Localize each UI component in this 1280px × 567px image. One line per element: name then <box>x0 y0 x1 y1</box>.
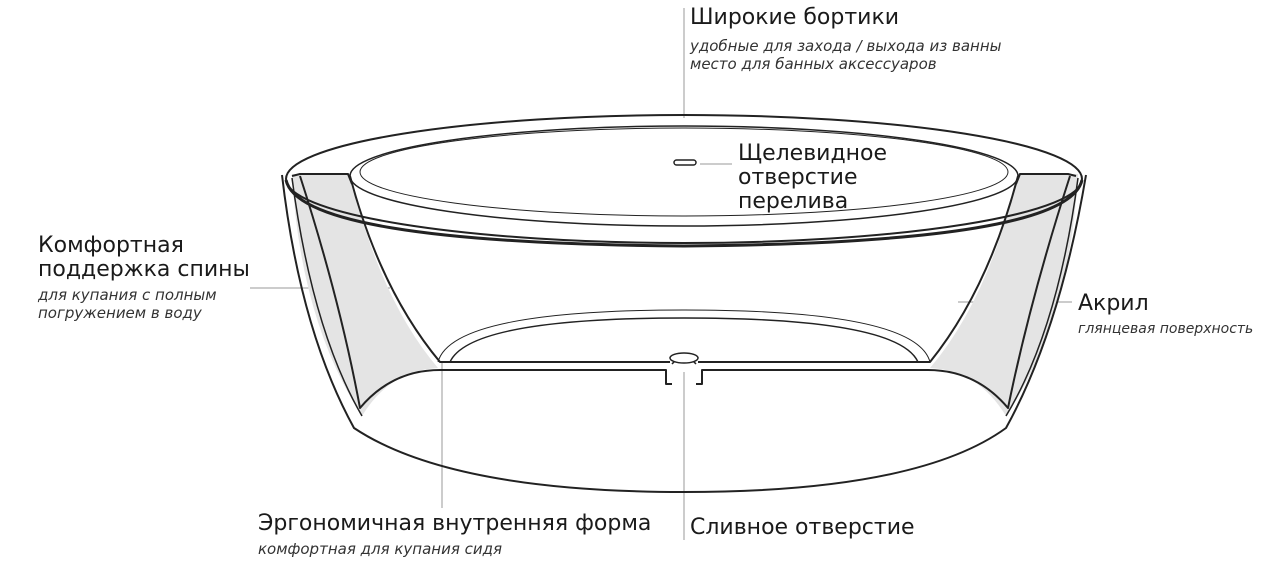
ergonomic-title: Эргономичная внутренняя форма <box>258 512 651 536</box>
wide-rims-sub-2: место для банных аксессуаров <box>690 55 1002 73</box>
back-support-line-1: Комфортная <box>38 234 250 258</box>
acrylic-title: Акрил <box>1078 292 1253 316</box>
rim-front-edge <box>286 180 1082 246</box>
wide-rims-sub-1: удобные для захода / выхода из ванны <box>690 37 1002 55</box>
acrylic-label: Акрил глянцевая поверхность <box>1078 292 1253 338</box>
back-support-sub-2: погружением в воду <box>38 304 250 322</box>
drain-opening <box>670 353 698 363</box>
overflow-line-1: Щелевидное <box>738 142 887 166</box>
back-support-line-2: поддержка спины <box>38 258 250 282</box>
overflow-label: Щелевидное отверстие перелива <box>738 142 887 214</box>
ergonomic-label: Эргономичная внутренняя форма комфортная… <box>258 512 651 558</box>
overflow-line-3: перелива <box>738 190 887 214</box>
rim-inner-ellipse <box>350 126 1018 226</box>
acrylic-sub: глянцевая поверхность <box>1078 320 1253 338</box>
wide-rims-title: Широкие бортики <box>690 6 1002 30</box>
rim-outer-ellipse <box>286 115 1082 243</box>
back-support-label: Комфортная поддержка спины для купания с… <box>38 234 250 322</box>
floor-section-left <box>440 370 672 384</box>
back-support-sub-1: для купания с полным <box>38 286 250 304</box>
drain-title: Сливное отверстие <box>690 516 915 540</box>
floor-section-right <box>696 370 928 384</box>
ergonomic-sub: комфортная для купания сидя <box>258 540 651 558</box>
overflow-slot <box>674 160 696 165</box>
overflow-line-2: отверстие <box>738 166 887 190</box>
wide-rims-label: Широкие бортики удобные для захода / вых… <box>690 6 1002 73</box>
drain-label: Сливное отверстие <box>690 516 915 540</box>
rim-inner-ellipse-2 <box>360 128 1008 216</box>
